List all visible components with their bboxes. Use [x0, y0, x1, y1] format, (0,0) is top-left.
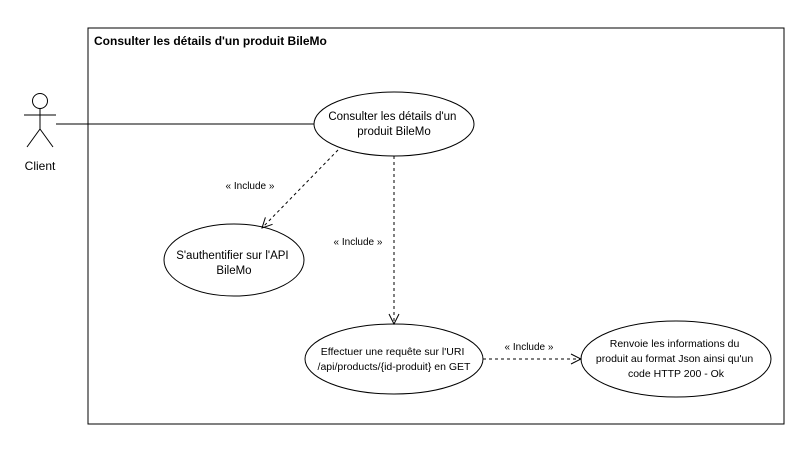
include-label-response: « Include » [505, 342, 554, 353]
use-case-authenticate: S'authentifier sur l'API BileMo [163, 223, 305, 297]
use-case-ellipse [163, 223, 305, 297]
actor-label: Client [25, 159, 56, 173]
include-label-request: « Include » [334, 237, 383, 248]
label-line: produit BileMo [357, 126, 431, 138]
use-case-ellipse [304, 323, 484, 395]
actor-head [32, 93, 48, 109]
system-boundary [87, 27, 785, 425]
actor-right-leg [39, 128, 54, 148]
use-case-response: Renvoie les informations du produit au f… [580, 320, 772, 398]
use-case-request: Effectuer une requête sur l'URI /api/pro… [304, 323, 484, 395]
include-arrow-auth [262, 149, 339, 228]
actor-left-leg [26, 128, 41, 148]
use-case-label: Renvoie les informations du produit au f… [596, 338, 756, 380]
label-line: Consulter les détails d'un [328, 111, 456, 123]
actor-client: Client [24, 93, 56, 173]
system-title: Consulter les détails d'un produit BileM… [94, 34, 327, 48]
use-case-label: S'authentifier sur l'API BileMo [176, 250, 292, 277]
label-line: code HTTP 200 - Ok [628, 368, 725, 380]
use-case-ellipse [313, 91, 475, 157]
use-case-consult: Consulter les détails d'un produit BileM… [313, 91, 475, 157]
use-case-label: Consulter les détails d'un produit BileM… [328, 111, 459, 138]
label-line: Effectuer une requête sur l'URI [321, 346, 465, 358]
label-line: /api/products/{id-produit} en GET [318, 361, 472, 373]
use-case-label: Effectuer une requête sur l'URI /api/pro… [318, 346, 472, 373]
label-line: S'authentifier sur l'API [176, 250, 288, 262]
label-line: BileMo [216, 265, 251, 277]
label-line: produit au format Json ainsi qu'un [596, 353, 753, 365]
label-line: Renvoie les informations du [610, 338, 740, 350]
include-label-auth: « Include » [226, 181, 275, 192]
